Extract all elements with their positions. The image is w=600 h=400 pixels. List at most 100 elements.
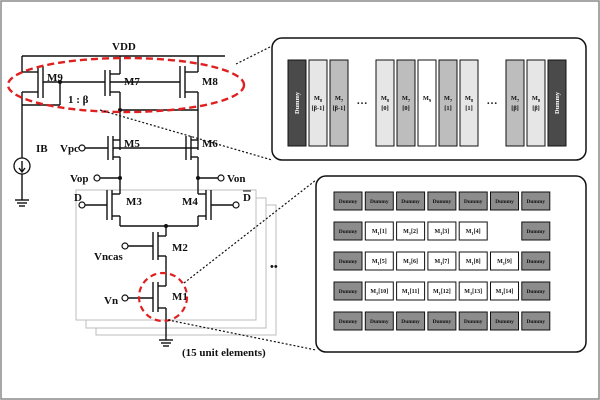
top-array-cell: Dummy xyxy=(547,59,567,147)
leader-top-1 xyxy=(235,45,273,65)
dummy-cell: Dummy xyxy=(521,191,551,211)
dummy-cell: Dummy xyxy=(521,281,551,301)
dummy-cell-label: Dummy xyxy=(339,199,358,205)
dummy-cell-label: Dummy xyxy=(527,199,546,205)
unit-cell-label: M1[7] xyxy=(434,259,449,266)
current-source-ib: IB xyxy=(13,143,48,207)
dummy-cell-label: Dummy xyxy=(401,319,420,325)
top-array-cell: M7[0] xyxy=(396,59,416,147)
unit-frame-front xyxy=(75,189,257,321)
transistor-m3: M3 xyxy=(78,178,142,226)
vdd-label: VDD xyxy=(112,41,136,53)
transistor-m4: M4 xyxy=(182,178,240,226)
top-cell-name: M7 xyxy=(402,95,411,103)
m8-label: M8 xyxy=(202,76,218,88)
unit-cell-label: M1[6] xyxy=(403,259,418,266)
top-array-ellipsis: … xyxy=(357,95,368,107)
transistor-m5: M5 xyxy=(78,136,198,178)
unit-cell: M1[8] xyxy=(458,251,488,271)
top-cell-index: [1] xyxy=(465,105,472,112)
unit-cell-label: M1[9] xyxy=(497,259,512,266)
m6-label: M6 xyxy=(202,138,218,150)
dummy-cell: Dummy xyxy=(521,311,551,331)
dummy-cell: Dummy xyxy=(333,281,363,301)
unit-cell-label: M1[12] xyxy=(433,289,451,296)
top-cell-name: M8 xyxy=(465,95,474,103)
unit-cell: M1[1] xyxy=(364,221,394,241)
unit-cell-label: M1[13] xyxy=(464,289,482,296)
dbar-label: D xyxy=(243,192,251,204)
dummy-cell-label: Dummy xyxy=(401,199,420,205)
top-dummy-label: Dummy xyxy=(554,91,561,114)
m3-label: M3 xyxy=(126,196,142,208)
unit-cell: M1[9] xyxy=(490,251,519,271)
top-cell-index: [β-1] xyxy=(333,105,346,112)
transistor-m1: M1 xyxy=(121,278,188,340)
unit-cell-label: M1[1] xyxy=(372,229,387,236)
unit-cell: M1[14] xyxy=(490,281,519,301)
top-array-cell: M9 xyxy=(417,59,437,147)
top-cell-index: [β-1] xyxy=(312,105,325,112)
top-array-cell: M7[β-1] xyxy=(329,59,349,147)
top-cell-index: [1] xyxy=(444,105,451,112)
dummy-cell: Dummy xyxy=(333,221,363,241)
unit-cell-label: M1[4] xyxy=(466,229,481,236)
top-cell-name: M8 xyxy=(532,95,541,103)
transistor-m6: M6 xyxy=(185,136,218,178)
top-cell-name: M8 xyxy=(314,95,323,103)
dummy-cell: Dummy xyxy=(427,191,457,211)
m1-label: M1 xyxy=(172,291,188,303)
top-cell-name: M9 xyxy=(423,95,432,103)
top-array-cell: M7 [β] xyxy=(505,59,525,147)
top-dummy-label: Dummy xyxy=(294,91,301,114)
ratio-label: 1 : β xyxy=(68,94,89,106)
dummy-cell: Dummy xyxy=(333,191,363,211)
top-cell-index: [0] xyxy=(381,105,388,112)
dummy-cell-label: Dummy xyxy=(370,319,389,325)
dummy-cell-label: Dummy xyxy=(495,319,514,325)
transistor-m7: M7 xyxy=(104,56,198,150)
top-cell-name: M7 xyxy=(444,95,453,103)
leader-top-2 xyxy=(99,109,273,161)
unit-cell-label: M1[8] xyxy=(466,259,481,266)
top-cell-name: M7 xyxy=(511,95,520,103)
top-cell-index: [β] xyxy=(511,105,519,112)
dummy-cell-label: Dummy xyxy=(339,319,358,325)
dummy-cell: Dummy xyxy=(364,191,394,211)
dummy-cell-label: Dummy xyxy=(527,259,546,265)
d-label: D xyxy=(74,192,82,204)
dummy-cell: Dummy xyxy=(427,311,457,331)
transistor-m2: M2 xyxy=(121,226,188,278)
top-array-cell: M8[0] xyxy=(375,59,395,147)
unit-cell: M1[12] xyxy=(427,281,457,301)
dummy-cell-label: Dummy xyxy=(433,199,452,205)
top-array-ellipsis: … xyxy=(487,95,498,107)
dummy-cell-label: Dummy xyxy=(339,289,358,295)
top-array-cell: M8[1] xyxy=(459,59,479,147)
top-array-cell: M7[1] xyxy=(438,59,458,147)
leader-bottom-2 xyxy=(167,319,317,351)
dummy-cell-label: Dummy xyxy=(433,319,452,325)
unit-cell: M1[4] xyxy=(458,221,488,241)
top-array-cell: Dummy xyxy=(287,59,307,147)
dummy-cell-label: Dummy xyxy=(527,229,546,235)
dummy-cell-label: Dummy xyxy=(527,289,546,295)
ground-symbol xyxy=(159,339,173,347)
dummy-cell: Dummy xyxy=(396,191,426,211)
vn-label: Vn xyxy=(104,295,118,307)
unit-elements-label: (15 unit elements) xyxy=(182,347,266,359)
unit-cell: M1[5] xyxy=(364,251,394,271)
top-array-cell: M8[β] xyxy=(526,59,546,147)
unit-cell-label: M1[2] xyxy=(403,229,418,236)
dummy-cell: Dummy xyxy=(333,251,363,271)
dummy-cell: Dummy xyxy=(521,251,551,271)
top-array-cell: M8 [β-1] xyxy=(308,59,328,147)
transistor-m8: M8 xyxy=(110,56,218,150)
unit-cell: M1[6] xyxy=(396,251,426,271)
dummy-cell: Dummy xyxy=(458,311,488,331)
unit-cell-label: M1[14] xyxy=(496,289,514,296)
